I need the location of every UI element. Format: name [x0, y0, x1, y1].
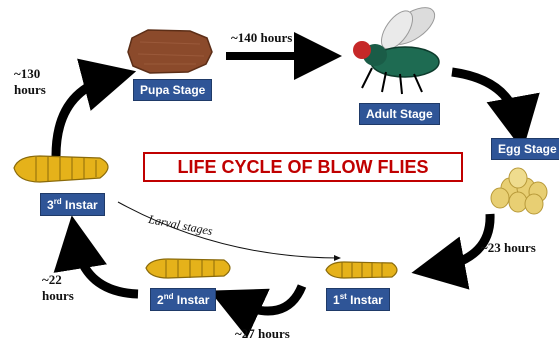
arrow-first-to-second [234, 286, 302, 311]
arrow-adult-to-egg [452, 72, 518, 124]
third-instar-label: 3rd Instar [40, 193, 105, 216]
larva-second-icon [146, 259, 230, 278]
egg-icon [491, 168, 547, 214]
fly-icon [353, 0, 441, 94]
diagram-title: LIFE CYCLE OF BLOW FLIES [143, 152, 463, 182]
duration-egg-to-first: ~23 hours [481, 240, 536, 256]
duration-pupa-to-adult: ~140 hours [231, 30, 292, 46]
pupa-icon [128, 30, 212, 73]
arrow-larval-stages [118, 202, 340, 258]
duration-first-to-second: ~27 hours [235, 326, 290, 342]
first-instar-label: 1st Instar [326, 288, 390, 311]
larva-first-icon [326, 262, 397, 278]
arrow-second-to-third [76, 242, 138, 294]
pupa-stage-label: Pupa Stage [133, 79, 212, 101]
adult-stage-label: Adult Stage [359, 103, 440, 125]
egg-stage-label: Egg Stage [491, 138, 559, 160]
second-instar-label: 2nd Instar [150, 288, 216, 311]
larva-third-icon [14, 156, 108, 182]
arrow-third-to-pupa [56, 78, 110, 156]
